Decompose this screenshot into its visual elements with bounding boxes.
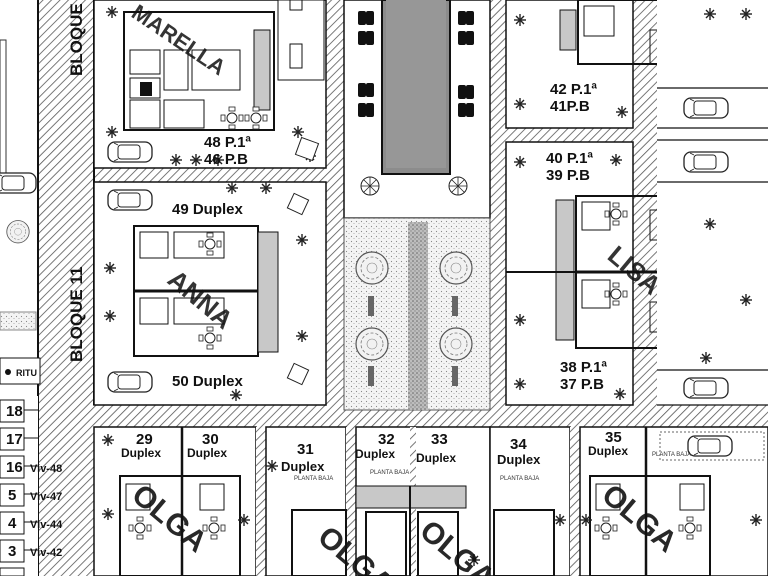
planta-baja-32: PLANTA BAJA xyxy=(370,470,409,476)
duplex-29-word: Duplex xyxy=(121,446,161,460)
lot-17: 17 xyxy=(6,431,23,448)
planta-baja-35: PLANTA BAJA xyxy=(652,452,691,458)
duplex-31-num: 31 xyxy=(297,441,314,458)
duplex-34-word: Duplex xyxy=(497,452,541,467)
duplex-35-word: Duplex xyxy=(588,444,628,458)
duplex-31-word: Duplex xyxy=(281,459,325,474)
planta-baja-34: PLANTA BAJA xyxy=(500,476,539,482)
duplex-34-num: 34 xyxy=(510,436,527,453)
lot-13: 3 xyxy=(8,543,16,560)
duplex-32-num: 32 xyxy=(378,431,395,448)
lot-15: 5 xyxy=(8,487,16,504)
label-ritu: RITU xyxy=(16,368,37,378)
unit-50: 50 Duplex xyxy=(172,373,244,390)
unit-46: 46 P.B xyxy=(204,151,248,168)
duplex-35-num: 35 xyxy=(605,429,622,446)
duplex-29-num: 29 xyxy=(136,431,153,448)
unit-42: 42 P.1ª xyxy=(550,81,597,98)
lot-viv48: Viv-48 xyxy=(30,463,62,475)
duplex-33-num: 33 xyxy=(431,431,448,448)
lot-viv44: Viv-44 xyxy=(30,519,63,531)
block-marella xyxy=(93,0,327,169)
lot-18: 18 xyxy=(6,403,23,420)
unit-48: 48 P.1ª xyxy=(204,134,251,151)
unit-41: 41P.B xyxy=(550,98,590,115)
unit-38: 38 P.1ª xyxy=(560,359,607,376)
duplex-32-word: Duplex xyxy=(355,447,395,461)
lot-viv47: Viv-47 xyxy=(30,491,62,503)
bottom-duplex-row xyxy=(93,426,768,576)
unit-40: 40 P.1ª xyxy=(546,150,593,167)
block-anna xyxy=(93,181,327,406)
duplex-30-word: Duplex xyxy=(187,446,227,460)
left-street xyxy=(0,0,95,576)
perimeter-walkways xyxy=(38,0,768,576)
central-garden xyxy=(343,217,491,411)
label-bloque-11: BLOQUE 11 xyxy=(67,267,86,362)
lot-14: 4 xyxy=(8,515,17,532)
pool-area xyxy=(343,0,491,219)
east-parking xyxy=(657,0,768,406)
block-lisa xyxy=(505,0,703,406)
unit-37: 37 P.B xyxy=(560,376,604,393)
duplex-30-num: 30 xyxy=(202,431,219,448)
left-lot-list xyxy=(0,357,41,576)
label-bloque-top: BLOQUE xyxy=(67,3,86,76)
planta-baja-31: PLANTA BAJA xyxy=(294,476,333,482)
unit-49: 49 Duplex xyxy=(172,201,244,218)
lot-16: 16 xyxy=(6,459,23,476)
lot-viv42: Viv-42 xyxy=(30,547,62,559)
unit-39: 39 P.B xyxy=(546,167,590,184)
duplex-33-word: Duplex xyxy=(416,451,456,465)
